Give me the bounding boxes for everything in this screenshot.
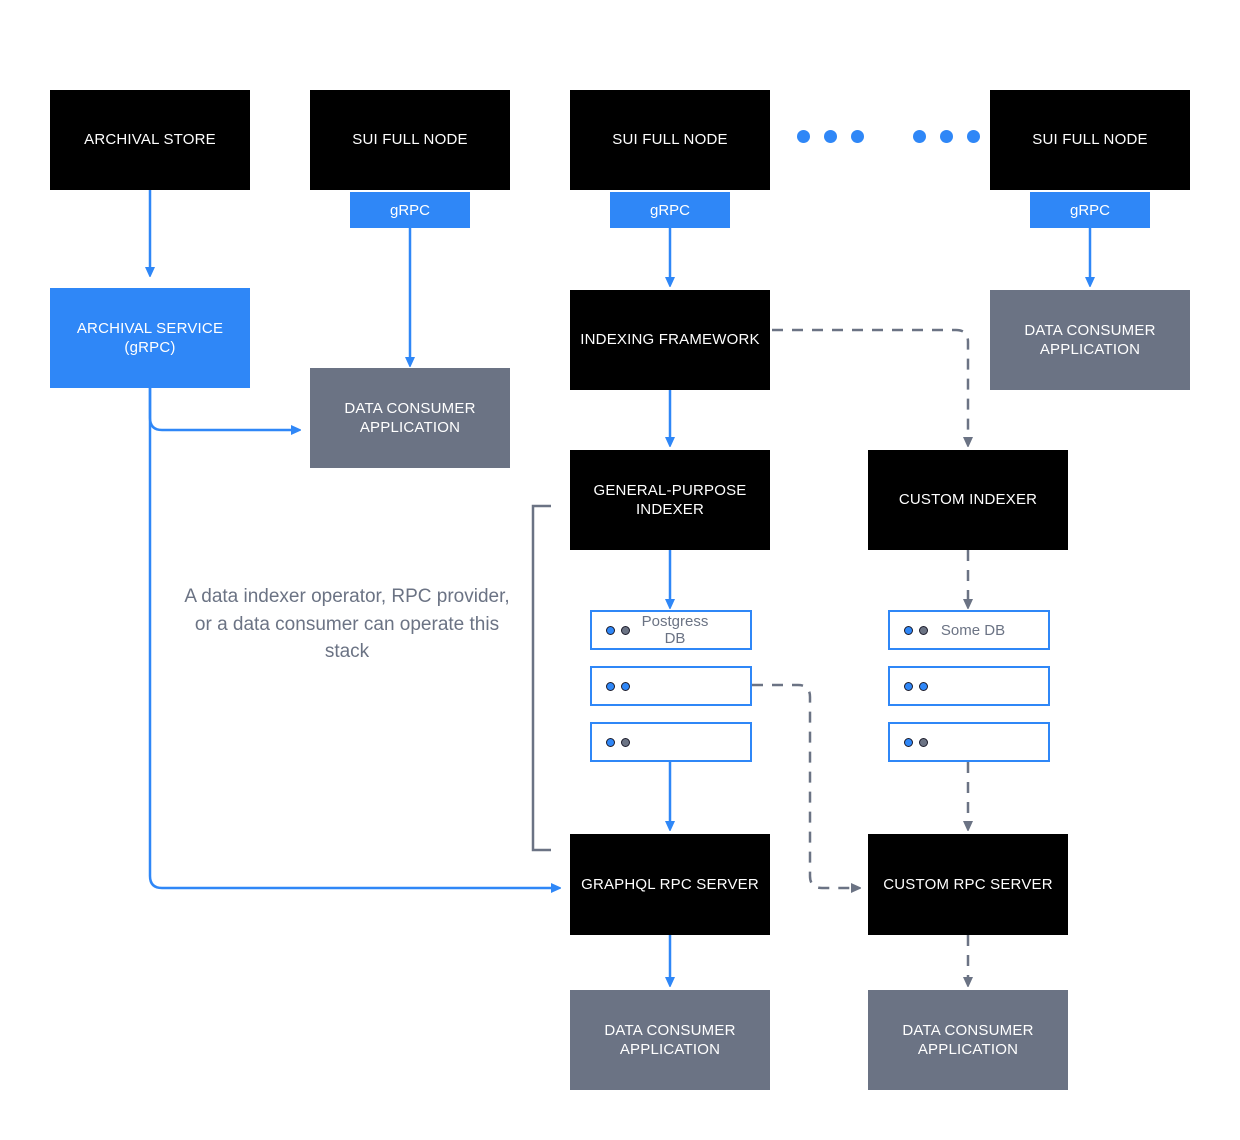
edge-indexing-framework-to-custom-indexer bbox=[772, 328, 968, 442]
stack-operator-caption: A data indexer operator, RPC provider, o… bbox=[184, 586, 510, 663]
db-status-dots bbox=[606, 737, 630, 747]
db-dot-gray-icon bbox=[919, 625, 928, 635]
edge-archival-service-to-consumer1 bbox=[148, 388, 296, 430]
badge-grpc-2[interactable]: gRPC bbox=[610, 192, 730, 228]
node-archival-store[interactable]: ARCHIVAL STORE bbox=[50, 90, 250, 190]
node-sui-full-node-3[interactable]: SUI FULL NODE bbox=[990, 90, 1190, 190]
db-dot-blue-icon bbox=[606, 625, 615, 635]
db-dot-blue-icon bbox=[904, 681, 913, 691]
node-archival-store-label: ARCHIVAL STORE bbox=[84, 131, 216, 149]
node-data-consumer-application-4[interactable]: DATA CONSUMER APPLICATION bbox=[868, 990, 1068, 1090]
node-custom-rpc-server-label: CUSTOM RPC SERVER bbox=[883, 875, 1053, 893]
node-data-consumer-application-1-label-line2: APPLICATION bbox=[359, 419, 461, 436]
ellipsis-dot bbox=[940, 130, 953, 143]
badge-grpc-2-label: gRPC bbox=[649, 201, 690, 219]
db-dot-blue-icon bbox=[621, 681, 630, 691]
ellipsis-dots-group-1 bbox=[797, 130, 864, 143]
node-archival-service-label-line1: ARCHIVAL SERVICE bbox=[76, 319, 224, 337]
node-graphql-rpc-server-label: GRAPHQL RPC SERVER bbox=[581, 875, 759, 893]
db-box-right-2[interactable] bbox=[888, 666, 1050, 706]
node-archival-service-label-line2: (gRPC) bbox=[124, 339, 176, 356]
node-indexing-framework-label: INDEXING FRAMEWORK bbox=[580, 331, 760, 349]
node-sui-full-node-3-label: SUI FULL NODE bbox=[1032, 131, 1148, 149]
db-box-postgress-label: Postgress DB bbox=[641, 613, 709, 647]
node-data-consumer-application-1-label-line1: DATA CONSUMER bbox=[344, 399, 476, 417]
node-data-consumer-application-3[interactable]: DATA CONSUMER APPLICATION bbox=[570, 990, 770, 1090]
ellipsis-dot bbox=[824, 130, 837, 143]
db-box-postgress[interactable]: Postgress DB bbox=[590, 610, 752, 650]
node-data-consumer-application-2-label-line1: DATA CONSUMER bbox=[1024, 321, 1156, 339]
node-sui-full-node-1[interactable]: SUI FULL NODE bbox=[310, 90, 510, 190]
badge-grpc-3-label: gRPC bbox=[1069, 201, 1110, 219]
node-data-consumer-application-4-label-line2: APPLICATION bbox=[917, 1041, 1019, 1058]
db-status-dots bbox=[606, 625, 630, 635]
ellipsis-dots-group-2 bbox=[913, 130, 980, 143]
db-dot-blue-icon bbox=[606, 737, 615, 747]
db-dot-gray-icon bbox=[621, 625, 630, 635]
badge-grpc-1[interactable]: gRPC bbox=[350, 192, 470, 228]
db-box-left-3[interactable] bbox=[590, 722, 752, 762]
db-dot-blue-icon bbox=[904, 625, 913, 635]
node-indexing-framework[interactable]: INDEXING FRAMEWORK bbox=[570, 290, 770, 390]
db-box-some-db[interactable]: Some DB bbox=[888, 610, 1050, 650]
node-data-consumer-application-3-label-line1: DATA CONSUMER bbox=[604, 1021, 736, 1039]
db-box-some-db-label: Some DB bbox=[940, 621, 1006, 639]
db-status-dots bbox=[904, 737, 928, 747]
stack-grouping-bracket bbox=[531, 504, 551, 852]
db-box-left-2[interactable] bbox=[590, 666, 752, 706]
node-sui-full-node-2[interactable]: SUI FULL NODE bbox=[570, 90, 770, 190]
node-data-consumer-application-3-label-line2: APPLICATION bbox=[619, 1041, 721, 1058]
ellipsis-dot bbox=[797, 130, 810, 143]
node-sui-full-node-1-label: SUI FULL NODE bbox=[352, 131, 468, 149]
node-custom-indexer-label: CUSTOM INDEXER bbox=[898, 491, 1038, 509]
db-status-dots bbox=[904, 681, 928, 691]
db-dot-blue-icon bbox=[904, 737, 913, 747]
node-graphql-rpc-server[interactable]: GRAPHQL RPC SERVER bbox=[570, 834, 770, 935]
node-archival-service[interactable]: ARCHIVAL SERVICE (gRPC) bbox=[50, 288, 250, 388]
ellipsis-dot bbox=[967, 130, 980, 143]
db-dot-gray-icon bbox=[919, 737, 928, 747]
db-box-right-3[interactable] bbox=[888, 722, 1050, 762]
db-status-dots bbox=[904, 625, 928, 635]
node-data-consumer-application-4-label-line1: DATA CONSUMER bbox=[902, 1021, 1034, 1039]
node-data-consumer-application-2-label-line2: APPLICATION bbox=[1039, 341, 1141, 358]
badge-grpc-1-label: gRPC bbox=[389, 201, 430, 219]
badge-grpc-3[interactable]: gRPC bbox=[1030, 192, 1150, 228]
node-custom-rpc-server[interactable]: CUSTOM RPC SERVER bbox=[868, 834, 1068, 935]
db-dot-blue-icon bbox=[606, 681, 615, 691]
ellipsis-dot bbox=[913, 130, 926, 143]
node-general-purpose-indexer-label-line1: GENERAL-PURPOSE bbox=[593, 481, 747, 499]
node-general-purpose-indexer[interactable]: GENERAL-PURPOSE INDEXER bbox=[570, 450, 770, 550]
node-data-consumer-application-1[interactable]: DATA CONSUMER APPLICATION bbox=[310, 368, 510, 468]
ellipsis-dot bbox=[851, 130, 864, 143]
db-dot-blue-icon bbox=[919, 681, 928, 691]
node-custom-indexer[interactable]: CUSTOM INDEXER bbox=[868, 450, 1068, 550]
db-status-dots bbox=[606, 681, 630, 691]
node-general-purpose-indexer-label-line2: INDEXER bbox=[635, 501, 705, 518]
db-dot-gray-icon bbox=[621, 737, 630, 747]
node-sui-full-node-2-label: SUI FULL NODE bbox=[612, 131, 728, 149]
node-data-consumer-application-2[interactable]: DATA CONSUMER APPLICATION bbox=[990, 290, 1190, 390]
